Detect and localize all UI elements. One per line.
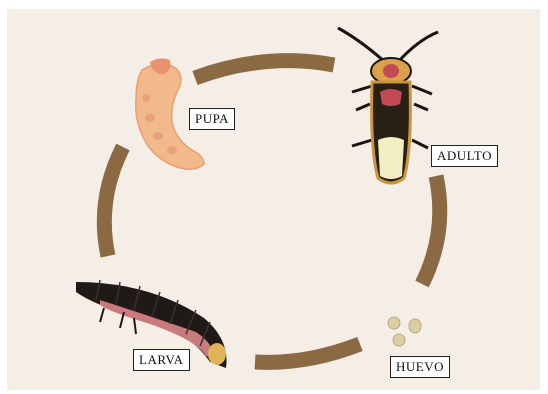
adulto-label: ADULTO — [431, 145, 498, 167]
eggs-image — [388, 317, 421, 346]
arc-adult-to-egg — [422, 176, 440, 284]
arc-larva-to-pupa — [104, 147, 123, 256]
arc-pupa-to-adult — [195, 61, 334, 78]
pupa-label: PUPA — [189, 108, 235, 130]
huevo-label: HUEVO — [390, 356, 450, 378]
arc-egg-to-larva — [255, 344, 360, 362]
adult-firefly-image — [338, 28, 438, 183]
larva-label: LARVA — [133, 349, 190, 371]
